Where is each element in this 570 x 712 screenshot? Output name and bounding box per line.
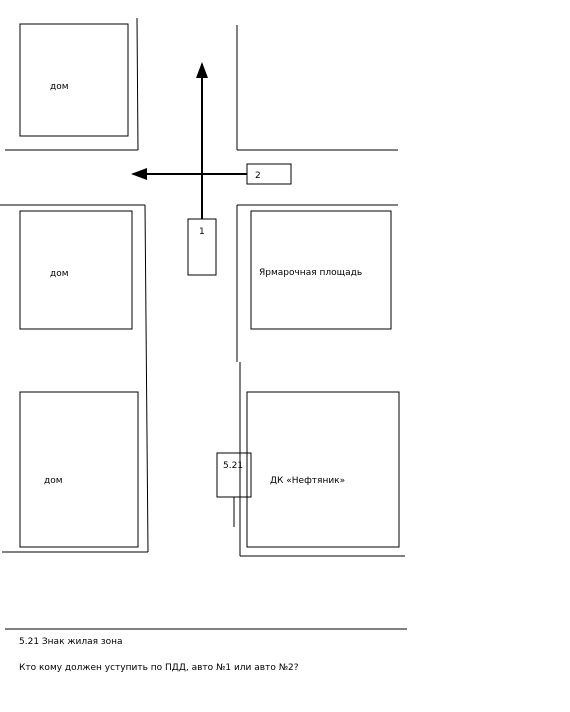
curb-line <box>144 204 149 553</box>
sign-legend: 5.21 Знак жилая зона <box>19 637 123 647</box>
fair-square-label: Ярмарочная площадь <box>259 268 362 278</box>
zone-sign-label: 5.21 <box>223 461 243 471</box>
question-text: Кто кому должен уступить по ПДД, авто №1… <box>19 663 299 673</box>
car-2-outline <box>246 163 292 185</box>
culture-house-outline <box>246 391 400 548</box>
house-2-label: дом <box>50 269 69 279</box>
fair-square-outline <box>250 210 392 330</box>
house-2-outline <box>19 210 133 330</box>
curb-line <box>136 17 139 151</box>
car-2-label: 2 <box>255 171 261 181</box>
zone-sign-board <box>216 452 252 498</box>
car-1-label: 1 <box>199 227 205 237</box>
culture-house-label: ДК «Нефтяник» <box>270 476 345 486</box>
house-1-outline <box>19 23 129 137</box>
house-3-outline <box>19 391 139 548</box>
house-3-label: дом <box>44 476 63 486</box>
house-1-label: дом <box>50 82 69 92</box>
